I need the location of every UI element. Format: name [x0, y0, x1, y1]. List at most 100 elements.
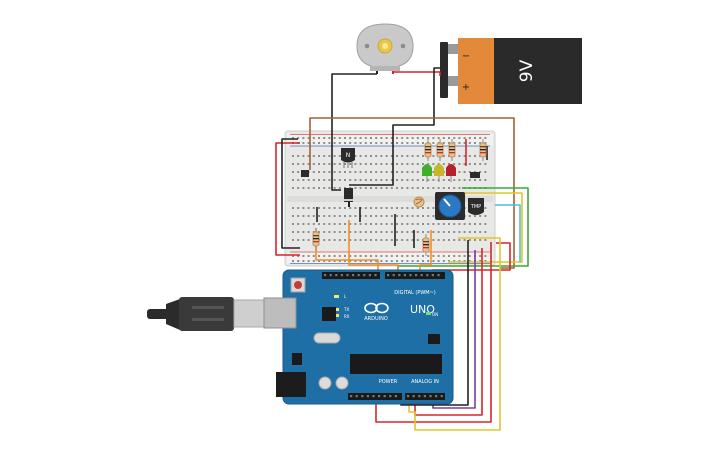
hole — [390, 231, 393, 233]
hole — [463, 163, 466, 165]
hole — [370, 163, 372, 165]
hole — [416, 223, 419, 225]
hole — [297, 163, 300, 165]
usb-plug — [233, 299, 265, 328]
hole — [411, 142, 414, 144]
hole — [385, 231, 388, 233]
hole — [312, 255, 315, 257]
hole — [364, 163, 367, 165]
hole — [364, 142, 367, 144]
hole — [401, 171, 404, 173]
hole — [297, 155, 300, 157]
hole — [432, 187, 435, 189]
power-label: POWER — [379, 379, 398, 385]
resistor-band — [449, 146, 455, 148]
hole — [416, 155, 419, 157]
hole — [406, 155, 409, 157]
usb-port — [263, 297, 297, 329]
pin — [363, 274, 366, 277]
hole — [297, 260, 300, 262]
hole — [344, 171, 346, 173]
hole — [292, 231, 294, 233]
pin — [415, 274, 418, 277]
hole — [370, 215, 372, 217]
regulator — [292, 353, 302, 365]
hole — [448, 179, 450, 181]
wire-yellow-top — [448, 192, 523, 263]
hole — [333, 223, 336, 225]
hole — [422, 215, 424, 217]
hole — [406, 179, 409, 181]
hole — [349, 207, 352, 209]
resistor-band — [437, 146, 443, 148]
hole — [390, 137, 393, 139]
hole — [318, 231, 320, 233]
hole — [318, 142, 320, 144]
hole — [375, 239, 378, 241]
hole — [411, 163, 414, 165]
hole — [302, 155, 305, 157]
hole — [484, 239, 487, 241]
hole — [396, 187, 398, 189]
photoresistor — [413, 196, 425, 208]
hole — [375, 207, 378, 209]
wire-orange-right — [419, 230, 432, 272]
hole — [396, 142, 398, 144]
l-led — [334, 295, 339, 298]
hole — [307, 155, 310, 157]
hole — [401, 255, 404, 257]
hole — [411, 171, 414, 173]
hole — [338, 223, 341, 225]
hole — [312, 142, 315, 144]
hole — [364, 260, 367, 262]
hole — [349, 223, 352, 225]
hole — [484, 231, 487, 233]
hole — [328, 255, 331, 257]
hole — [401, 207, 404, 209]
pin — [383, 395, 386, 398]
hole — [297, 187, 300, 189]
wire-battery-motor — [392, 71, 441, 76]
hole — [302, 215, 305, 217]
hole — [396, 239, 398, 241]
hole — [318, 215, 320, 217]
hole — [292, 179, 294, 181]
hole — [427, 231, 430, 233]
hole — [297, 223, 300, 225]
pin — [389, 395, 392, 398]
hole — [370, 155, 372, 157]
hole — [323, 231, 326, 233]
hole — [442, 255, 445, 257]
hole — [406, 231, 409, 233]
hole — [359, 255, 362, 257]
hole — [458, 231, 461, 233]
potentiometer[interactable] — [435, 192, 465, 220]
hole — [390, 215, 393, 217]
hole — [380, 207, 383, 209]
resistor-band — [423, 241, 429, 243]
resistor-band — [423, 244, 429, 246]
hole — [416, 163, 419, 165]
hole — [338, 142, 341, 144]
hole — [479, 171, 482, 173]
hole — [416, 137, 419, 139]
hole — [427, 255, 430, 257]
hole — [453, 163, 456, 165]
hole — [468, 155, 471, 157]
hole — [479, 179, 482, 181]
hole — [354, 155, 357, 157]
battery-minus-label: − — [462, 51, 470, 62]
hole — [479, 223, 482, 225]
hole — [359, 187, 362, 189]
pin — [355, 395, 358, 398]
wire-battery-ground — [349, 67, 440, 186]
hole — [448, 255, 450, 257]
pin — [429, 395, 432, 398]
hole — [312, 260, 315, 262]
hole — [432, 179, 435, 181]
hole — [292, 163, 294, 165]
hole — [484, 215, 487, 217]
reset-button[interactable] — [294, 281, 302, 289]
pin — [372, 395, 375, 398]
hole — [297, 215, 300, 217]
